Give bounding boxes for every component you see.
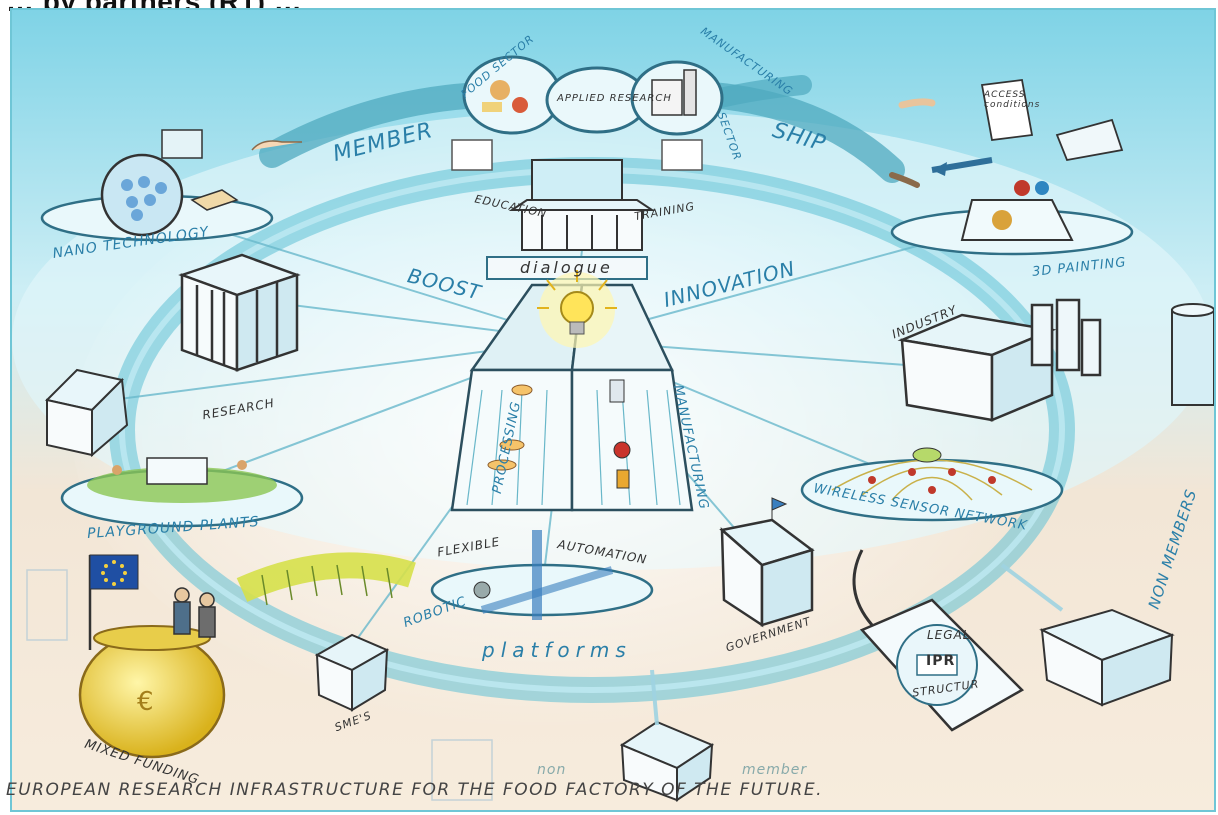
label-applied-research: APPLIED RESEARCH	[557, 93, 672, 104]
smes-building	[314, 633, 390, 712]
industry-building	[897, 298, 1102, 422]
left-building	[45, 368, 129, 458]
label-member-lower: member	[742, 762, 808, 778]
label-non: non	[537, 762, 567, 778]
illustration-canvas: €	[12, 10, 1214, 810]
label-legal: LEGAL	[927, 628, 971, 642]
lightbulb-icon	[537, 270, 617, 348]
label-platforms: platforms	[482, 638, 632, 662]
footer-caption: EUROPEAN RESEARCH INFRASTRUCTURE FOR THE…	[6, 780, 823, 800]
svg-text:€: €	[137, 687, 154, 717]
legal-tag	[859, 598, 1025, 732]
illustration-frame: € FOOD SECTOR MANUFACTURING SECTOR APPLI…	[10, 8, 1216, 812]
bottom-building	[619, 720, 715, 802]
label-ipr: IPR	[926, 653, 956, 669]
government-building	[719, 518, 815, 628]
non-member-building	[1039, 608, 1175, 707]
eu-flag-icon	[88, 554, 139, 650]
label-access-conditions: ACCESS conditions	[984, 90, 1041, 110]
education-building	[508, 159, 656, 251]
tower-building	[1171, 303, 1214, 406]
label-dialogue: dialogue	[520, 258, 613, 277]
research-building	[178, 253, 301, 372]
access-conditions-sign	[980, 79, 1124, 162]
